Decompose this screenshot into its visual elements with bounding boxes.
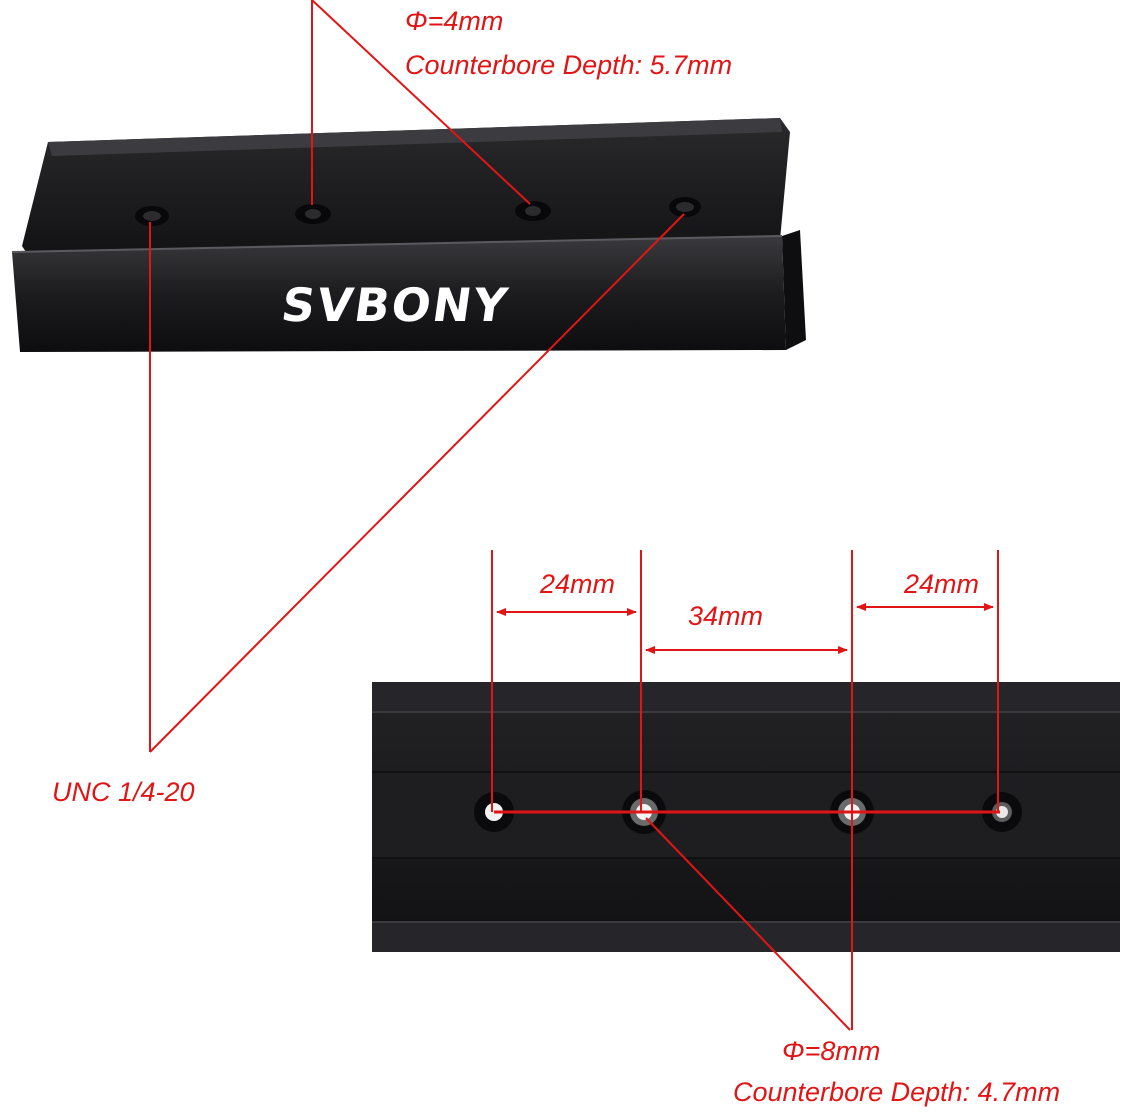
bottom-counterbore-label: Counterbore Depth: 4.7mm — [733, 1077, 1061, 1107]
thread-spec-label: UNC 1/4-20 — [52, 777, 195, 807]
top-hole-3 — [515, 201, 551, 221]
top-hole-4 — [669, 197, 701, 217]
dimension-label-left: 24mm — [540, 569, 616, 599]
top-rail — [11, 118, 806, 352]
leader-line-unc-right — [149, 213, 685, 753]
leader-line-phi8 — [645, 817, 851, 1031]
top-hole-2 — [295, 204, 331, 224]
annotation-lines — [149, 0, 1000, 1031]
top-counterbore-label: Counterbore Depth: 5.7mm — [405, 50, 733, 80]
top-hole-diameter-label: Φ=4mm — [405, 6, 504, 36]
top-hole-1 — [135, 206, 169, 226]
brand-logo: SVBONY — [278, 278, 513, 332]
dimension-label-right: 24mm — [904, 569, 980, 599]
bottom-rail — [372, 682, 1120, 952]
dimension-label-middle: 34mm — [688, 601, 764, 631]
bottom-hole-diameter-label: Φ=8mm — [782, 1036, 881, 1066]
leader-line-top-hole-3 — [311, 0, 531, 205]
